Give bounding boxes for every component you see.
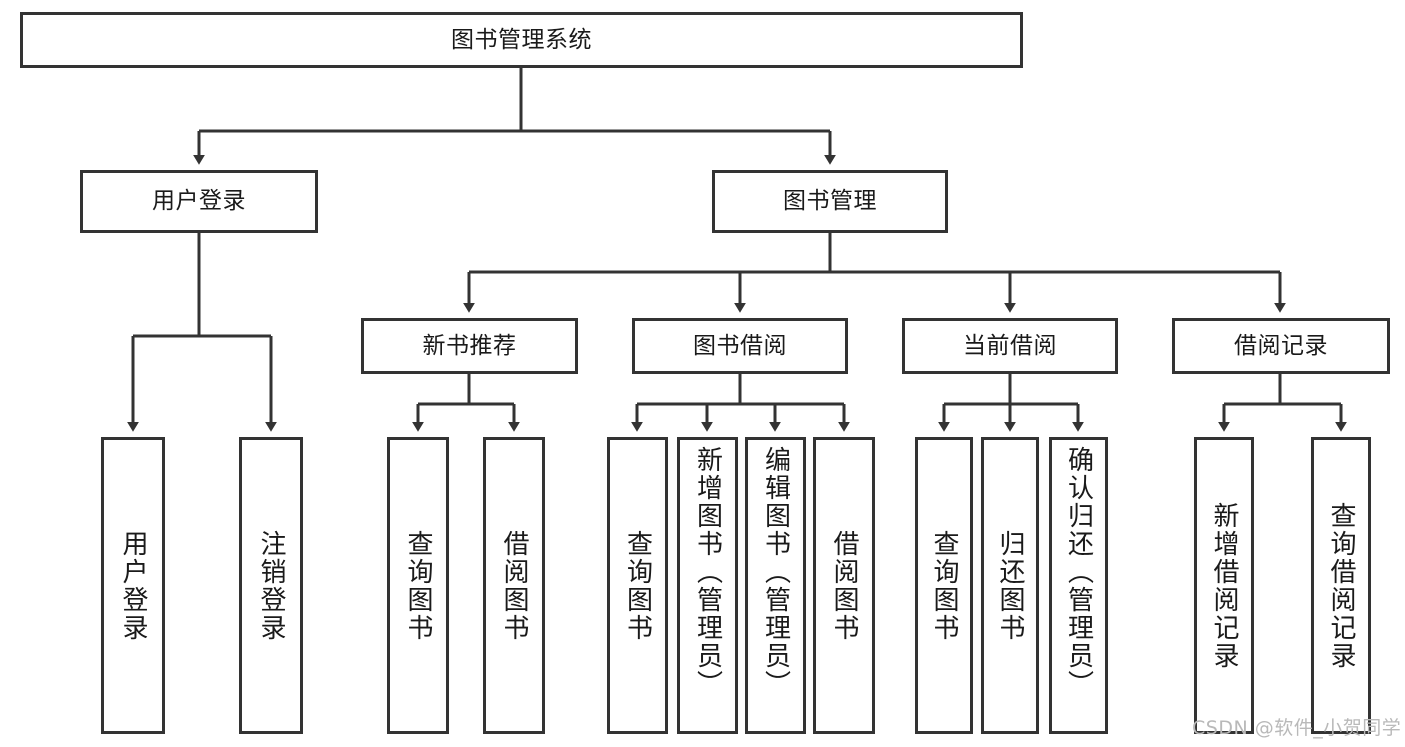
csdn-watermark: CSDN @软件_小贺同学 (1192, 717, 1402, 739)
node-root-system-label: 图书管理系统 (451, 26, 592, 53)
node-leaf-edit-book-admin[interactable]: 编辑图书（管理员） (745, 437, 806, 734)
node-leaf-user-login[interactable]: 用户登录 (101, 437, 165, 734)
node-leaf-edit-book-admin-label: 编辑图书（管理员） (760, 446, 791, 698)
node-leaf-logout-label: 注销登录 (256, 529, 286, 642)
node-leaf-add-borrow-record-label: 新增借阅记录 (1209, 501, 1239, 670)
node-leaf-add-book-admin[interactable]: 新增图书（管理员） (677, 437, 738, 734)
node-leaf-add-book-admin-label: 新增图书（管理员） (692, 446, 723, 698)
node-leaf-return-book-label: 归还图书 (995, 529, 1025, 642)
node-leaf-logout[interactable]: 注销登录 (239, 437, 303, 734)
node-leaf-query-book-recommend[interactable]: 查询图书 (387, 437, 449, 734)
node-leaf-query-book-recommend-label: 查询图书 (403, 529, 433, 642)
node-leaf-borrow-book-recommend[interactable]: 借阅图书 (483, 437, 545, 734)
node-book-management-label: 图书管理 (783, 188, 877, 215)
node-root-system[interactable]: 图书管理系统 (20, 12, 1023, 68)
node-leaf-borrow-book-recommend-label: 借阅图书 (499, 529, 529, 642)
node-current-borrow-label: 当前借阅 (963, 332, 1057, 359)
node-book-borrow-label: 图书借阅 (693, 332, 787, 359)
node-leaf-borrow-book[interactable]: 借阅图书 (813, 437, 875, 734)
node-leaf-confirm-return-admin[interactable]: 确认归还（管理员） (1049, 437, 1108, 734)
node-leaf-add-borrow-record[interactable]: 新增借阅记录 (1194, 437, 1254, 734)
node-borrow-record-label: 借阅记录 (1234, 332, 1328, 359)
node-leaf-query-book-current[interactable]: 查询图书 (915, 437, 973, 734)
node-leaf-query-book[interactable]: 查询图书 (607, 437, 668, 734)
node-leaf-query-borrow-record-label: 查询借阅记录 (1326, 501, 1356, 670)
node-leaf-query-borrow-record[interactable]: 查询借阅记录 (1311, 437, 1371, 734)
node-book-management[interactable]: 图书管理 (712, 170, 948, 233)
node-book-borrow[interactable]: 图书借阅 (632, 318, 848, 374)
node-leaf-return-book[interactable]: 归还图书 (981, 437, 1039, 734)
node-user-login[interactable]: 用户登录 (80, 170, 318, 233)
node-leaf-query-book-current-label: 查询图书 (929, 529, 959, 642)
node-current-borrow[interactable]: 当前借阅 (902, 318, 1118, 374)
node-new-book-recommend[interactable]: 新书推荐 (361, 318, 578, 374)
node-leaf-user-login-label: 用户登录 (118, 529, 148, 642)
node-new-book-recommend-label: 新书推荐 (422, 332, 517, 359)
node-borrow-record[interactable]: 借阅记录 (1172, 318, 1390, 374)
node-user-login-label: 用户登录 (152, 188, 246, 215)
node-leaf-query-book-label: 查询图书 (622, 529, 653, 642)
node-leaf-borrow-book-label: 借阅图书 (829, 529, 859, 642)
node-leaf-confirm-return-admin-label: 确认归还（管理员） (1063, 446, 1094, 698)
